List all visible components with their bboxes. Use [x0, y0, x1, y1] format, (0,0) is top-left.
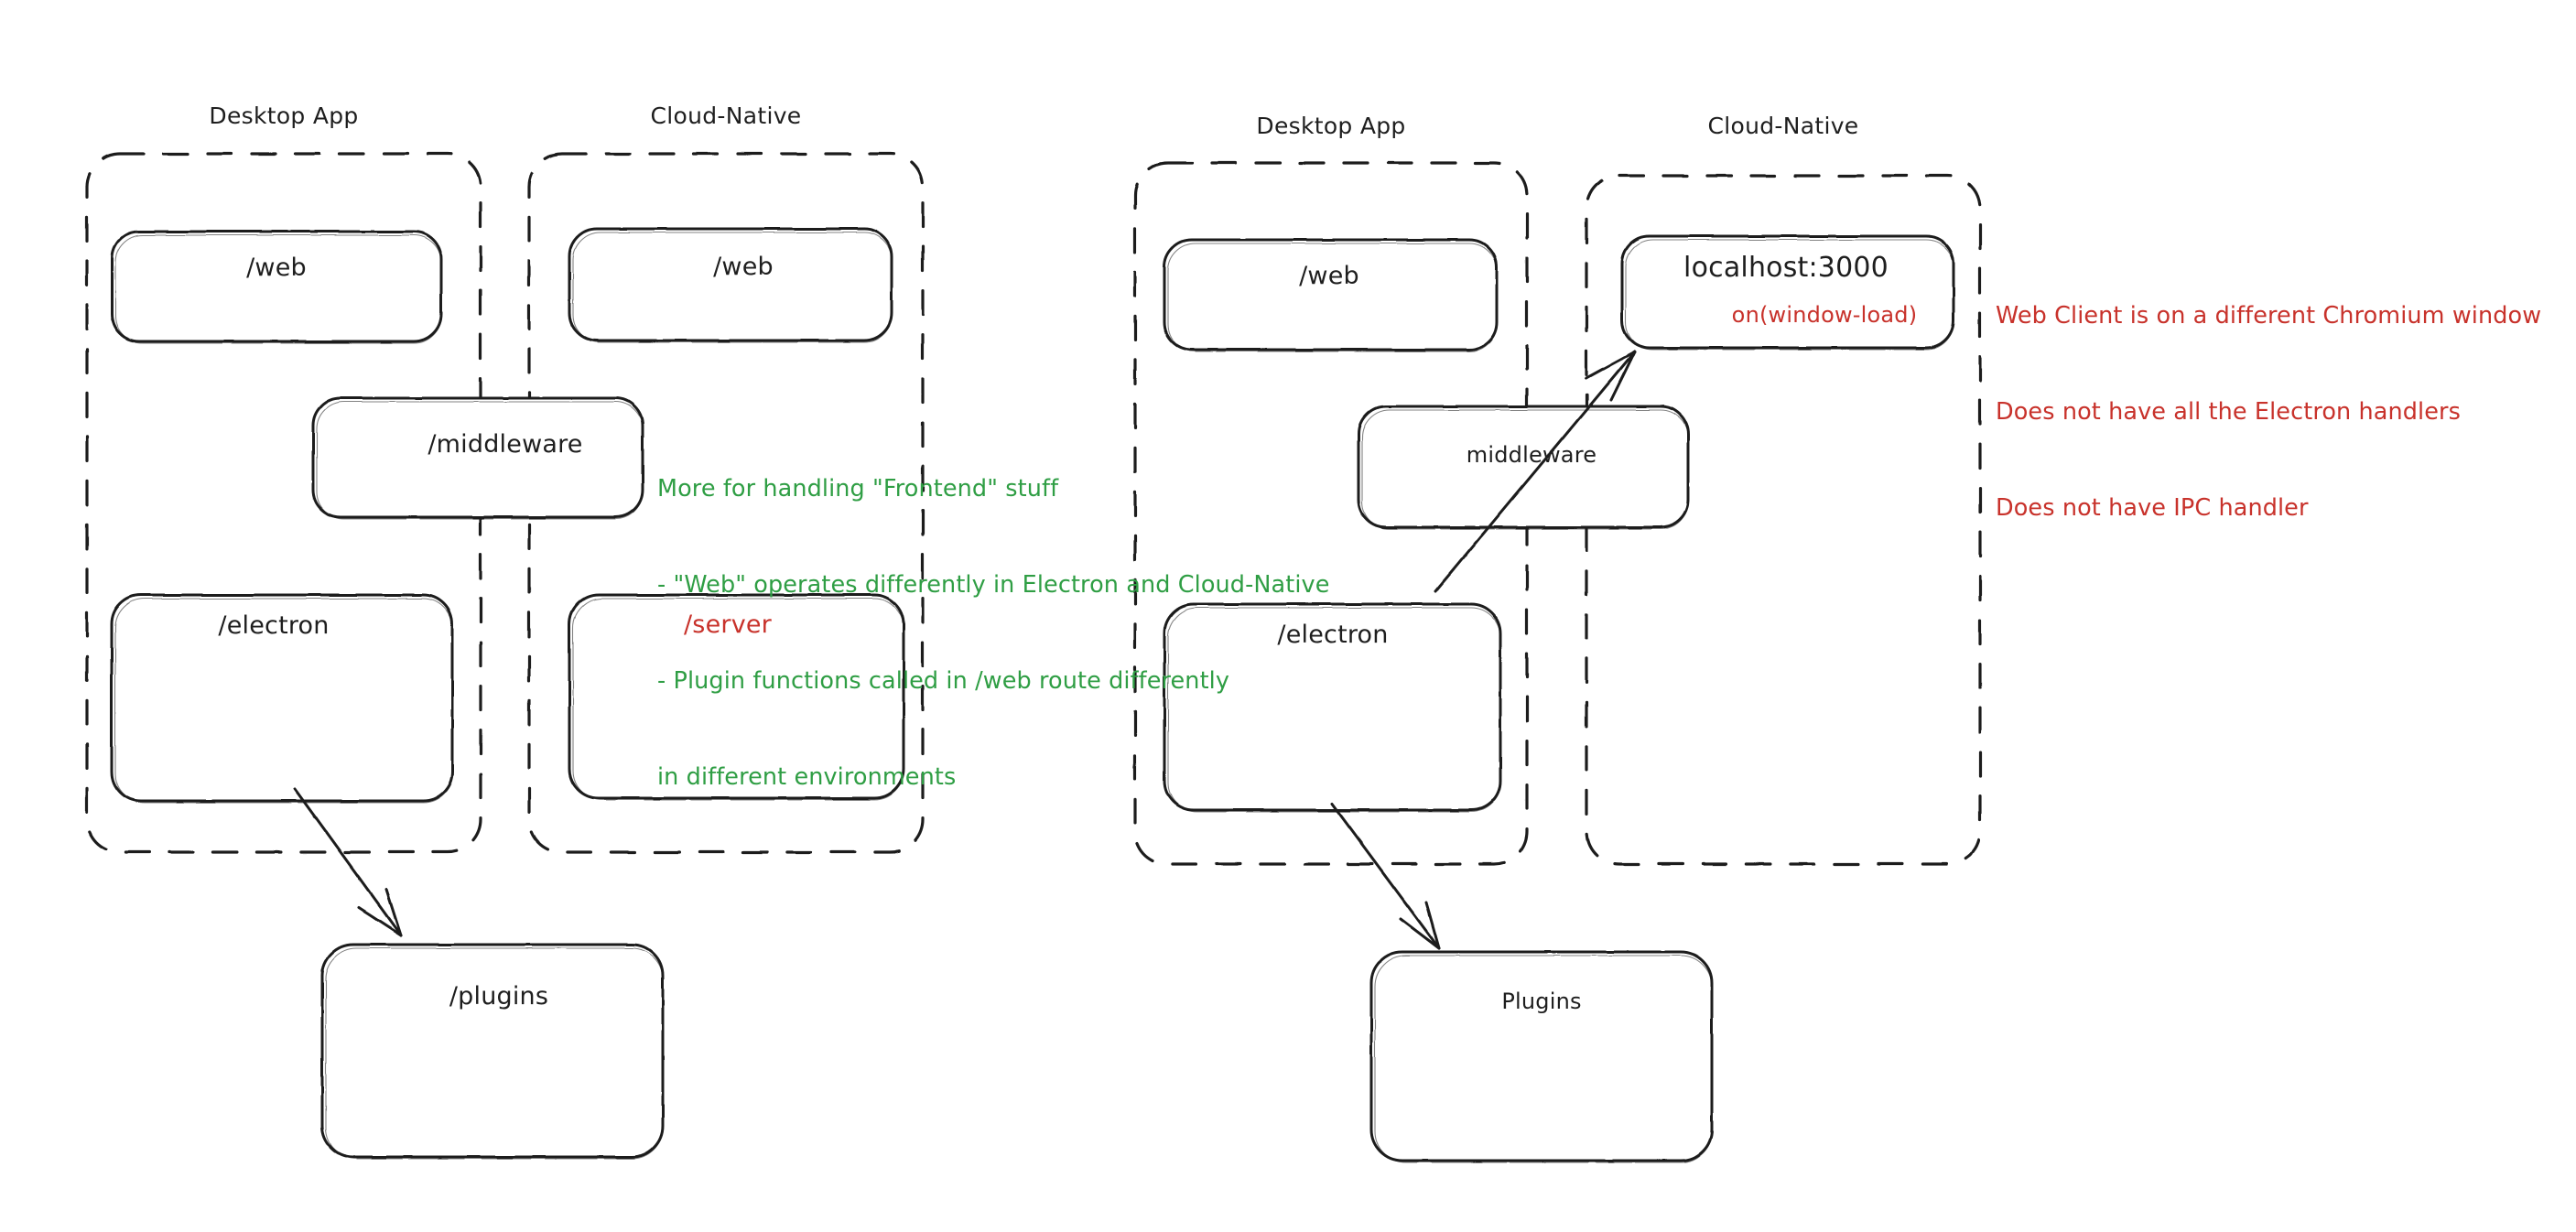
annotation-red-line-2: Does not have all the Electron handlers: [1996, 398, 2461, 426]
node-label-left-desktop-web: /web: [246, 254, 307, 282]
annotation-green-line-1: More for handling "Frontend" stuff: [657, 475, 1059, 503]
node-left-desktop-web-box[interactable]: [110, 230, 443, 344]
node-right-middleware-box[interactable]: [1357, 405, 1690, 530]
node-label-left-cloud-web: /web: [713, 253, 774, 281]
node-label-left-cloud-server: /server: [684, 611, 772, 639]
node-label-right-cloud-localhost: localhost:3000: [1683, 252, 1889, 284]
node-label-left-middleware: /middleware: [428, 430, 583, 459]
node-label-right-desktop-web: /web: [1299, 262, 1359, 290]
node-label-right-middleware: middleware: [1466, 442, 1597, 468]
annotation-red-line-1: Web Client is on a different Chromium wi…: [1996, 302, 2542, 330]
node-left-middleware-box[interactable]: [311, 396, 644, 520]
group-label-left-cloud-native: Cloud-Native: [650, 103, 802, 129]
node-label-left-plugins: /plugins: [449, 982, 549, 1010]
annotation-green-line-2: - "Web" operates differently in Electron…: [657, 571, 1330, 599]
node-right-plugins-box[interactable]: [1369, 950, 1714, 1163]
connector-right-electron-to-plugins: [1330, 802, 1441, 950]
connector-left-electron-to-plugins: [293, 787, 403, 937]
node-left-cloud-web-box[interactable]: [568, 227, 893, 343]
node-left-plugins-box[interactable]: [320, 943, 665, 1160]
annotation-green-line-4: in different environments: [657, 763, 957, 791]
node-label-right-desktop-electron: /electron: [1277, 621, 1389, 649]
node-right-desktop-web-box[interactable]: [1163, 238, 1499, 352]
connector-right-electron-to-localhost: [1434, 350, 1637, 593]
annotation-green-note: More for handling "Frontend" stuff - "We…: [657, 409, 1330, 858]
annotation-red-note: Web Client is on a different Chromium wi…: [1996, 236, 2541, 589]
node-label-right-plugins: Plugins: [1501, 989, 1582, 1014]
node-label-left-desktop-electron: /electron: [218, 611, 330, 640]
annotation-red-line-3: Does not have IPC handler: [1996, 494, 2309, 522]
annotation-green-line-3: - Plugin functions called in /web route …: [657, 667, 1230, 695]
group-label-left-desktop-app: Desktop App: [209, 103, 359, 129]
node-label-right-cloud-localhost-sub: on(window-load): [1731, 302, 1918, 328]
group-label-right-desktop-app: Desktop App: [1256, 113, 1406, 139]
group-label-right-cloud-native: Cloud-Native: [1707, 113, 1859, 139]
